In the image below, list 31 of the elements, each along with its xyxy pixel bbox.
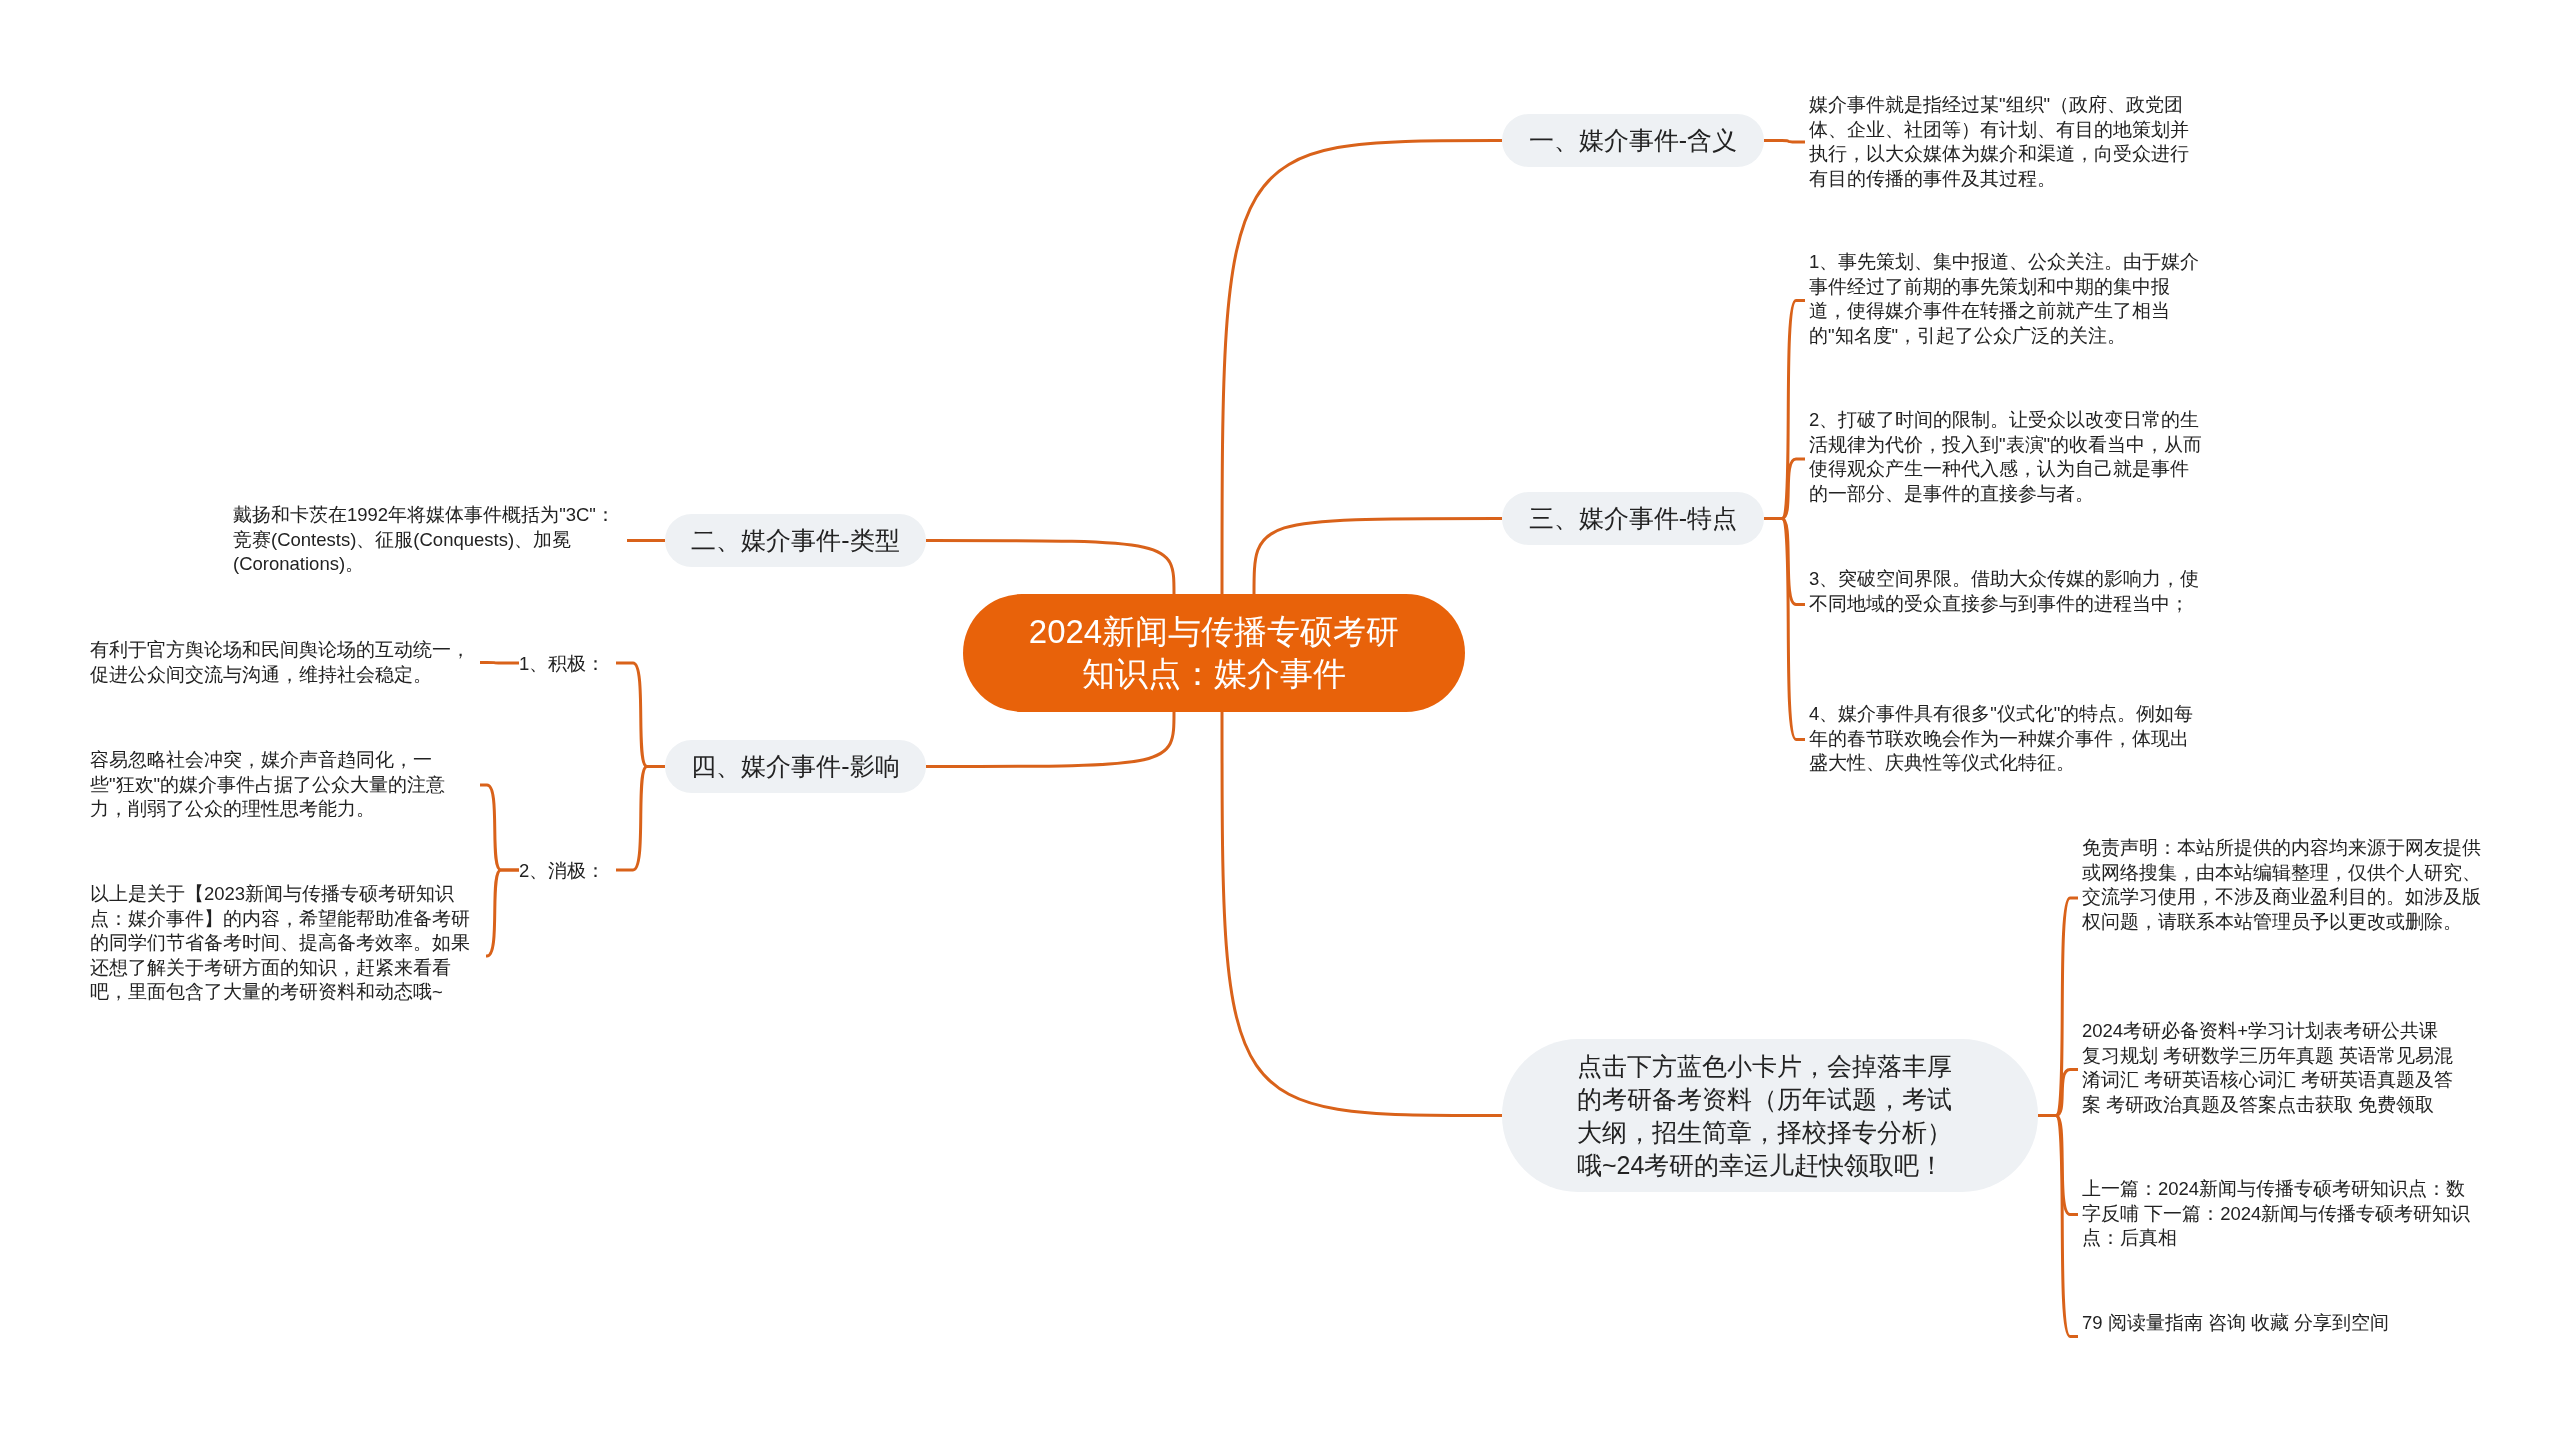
note-text: 4、媒介事件具有很多"仪式化"的特点。例如每年的春节联欢晚会作为一种媒介事件，体现出盛大性、庆典性等仪式化特征。 (1809, 702, 2204, 776)
note-text: 戴扬和卡茨在1992年将媒体事件概括为"3C"：竞赛(Contests)、征服(Conquests)、加冕(Coronations)。 (233, 503, 623, 577)
branch-topic: 二、媒介事件-类型 (665, 514, 926, 567)
connector (1220, 712, 1502, 1117)
connector (1220, 139, 1502, 594)
central-topic: 2024新闻与传播专硕考研知识点：媒介事件 (963, 594, 1465, 712)
connector (485, 868, 519, 958)
subtopic-text: 1、积极： (519, 650, 612, 676)
branch-topic: 四、媒介事件-影响 (665, 740, 926, 793)
note-text: 有利于官方舆论场和民间舆论场的互动统一，促进公众间交流与沟通，维持社会稳定。 (90, 638, 476, 687)
note-text: 免责声明：本站所提供的内容均来源于网友提供或网络搜集，由本站编辑整理，仅供个人研究、交流学习使用，不涉及商业盈利目的。如涉及版权问题，请联系本站管理员予以更改或删除。 (2082, 836, 2482, 934)
note-text: 容易忽略社会冲突，媒介声音趋同化，一些"狂欢"的媒介事件占据了公众大量的注意力，削弱了公众的理性思考能力。 (90, 748, 476, 822)
connector (480, 661, 519, 665)
note-text: 2024考研必备资料+学习计划表考研公共课复习规划 考研数学三历年真题 英语常见易混淆词汇 考研英语核心词汇 考研英语真题及答案 考研政治真题及答案点击获取 免费领取 (2082, 1019, 2454, 1117)
subtopic-text: 2、消极： (519, 857, 612, 883)
branch-topic: 三、媒介事件-特点 (1502, 492, 1764, 545)
connector (926, 539, 1176, 594)
note-text: 上一篇：2024新闻与传播专硕考研知识点：数字反哺 下一篇：2024新闻与传播专硕考研知识点：后真相 (2082, 1177, 2482, 1251)
connector (627, 539, 665, 542)
note-text: 以上是关于【2023新闻与传播专硕考研知识点：媒介事件】的内容，希望能帮助准备考研的同学们节省备考时间、提高备考效率。如果还想了解关于考研方面的知识，赶紧来看看吧，里面包含了大量的考研资料和动态哦~ (90, 882, 482, 1005)
note-text: 79 阅读量指南 咨询 收藏 分享到空间 (2082, 1311, 2482, 1336)
connector (926, 712, 1176, 768)
branch-topic: 一、媒介事件-含义 (1502, 114, 1764, 167)
note-text: 1、事先策划、集中报道、公众关注。由于媒介事件经过了前期的事先策划和中期的集中报道，使得媒介事件在转播之前就产生了相当的"知名度"，引起了公众广泛的关注。 (1809, 250, 2204, 348)
note-text: 2、打破了时间的限制。让受众以改变日常的生活规律为代价，投入到"表演"的收看当中，从而使得观众产生一种代入感，认为自己就是事件的一部分、是事件的直接参与者。 (1809, 408, 2204, 506)
connector (1764, 517, 1805, 741)
connector (1252, 517, 1502, 594)
note-text: 媒介事件就是指经过某"组织"（政府、政党团体、企业、社团等）有计划、有目的地策划并执行，以大众媒体为媒介和渠道，向受众进行有目的传播的事件及其过程。 (1809, 93, 2204, 191)
note-text: 3、突破空间界限。借助大众传媒的影响力，使不同地域的受众直接参与到事件的进程当中； (1809, 567, 2204, 616)
topic-card: 点击下方蓝色小卡片，会掉落丰厚的考研备考资料（历年试题，考试大纲，招生简章，择校择专分析）哦~24考研的幸运儿赶快领取吧！ (1502, 1039, 2038, 1192)
connector (1764, 139, 1805, 144)
